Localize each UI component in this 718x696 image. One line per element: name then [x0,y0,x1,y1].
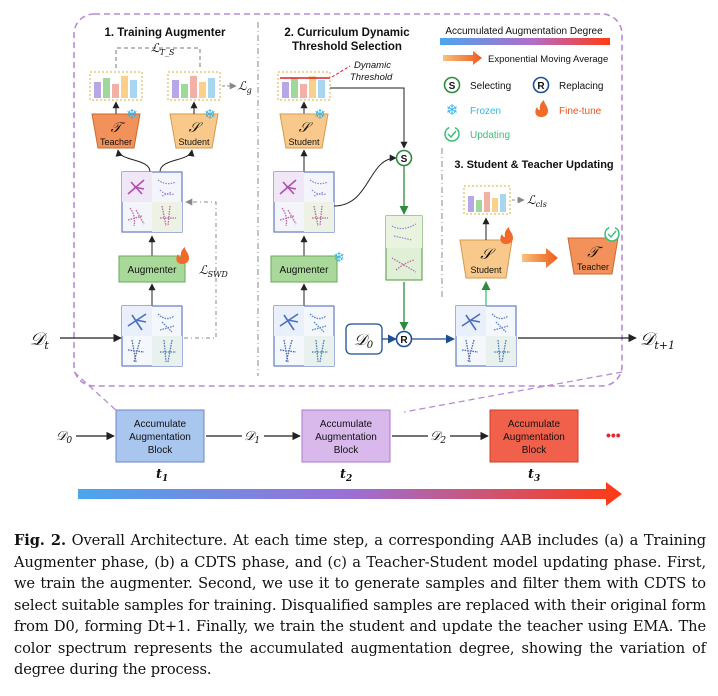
selected-samples [385,215,423,281]
architecture-diagram: 1. Training Augmenter 2. Curriculum Dyna… [30,13,675,506]
legend-finetune: Fine-tune [535,100,602,117]
svg-text:Augmenter: Augmenter [128,265,178,276]
snowflake-icon: ❄ [204,106,216,122]
svg-text:Augmentation: Augmentation [315,432,377,443]
replacing-node: R [395,330,413,348]
mixed-samples-phase3 [455,305,517,367]
svg-text:Student: Student [470,265,502,275]
student-block-phase2: 𝒮 Student [279,113,329,149]
svg-text:R: R [537,81,545,92]
aab-block-2: Accumulate Augmentation Block [301,409,391,463]
teacher-block-phase1: 𝒯 Teacher [91,113,141,149]
legend-ema: Exponential Moving Average [443,51,608,65]
augmented-samples-phase2 [273,171,335,233]
aab-block-3: Accumulate Augmentation Block [489,409,579,463]
aab-detail-frame [73,13,623,387]
loss-cls-label: ℒcls [527,193,547,209]
dataset-dt-label: 𝒟t [30,329,49,352]
legend-frozen-label: Frozen [470,106,501,117]
svg-text:Student: Student [288,137,320,147]
phase-title-update: 3. Student & Teacher Updating [454,159,613,171]
legend-updating-label: Updating [470,130,510,141]
timeline-d1: 𝒟1 [244,429,260,446]
update-icon [604,226,620,242]
svg-text:Block: Block [334,445,359,456]
input-samples-phase2 [273,305,335,367]
legend-finetune-label: Fine-tune [559,106,602,117]
svg-text:Student: Student [178,137,210,147]
selecting-node: S [395,149,413,167]
ema-arrow [522,248,558,268]
snowflake-icon: ❄ [446,102,459,119]
snowflake-icon: ❄ [314,106,326,122]
caption-text: Overall Architecture. At each time step,… [14,532,706,678]
dynamic-threshold-label-1: Dynamic [354,60,391,71]
legend-spectrum-bar [440,38,610,45]
augmenter-block-phase2: Augmenter [270,255,338,283]
student-block-phase3: 𝒮 Student [459,239,513,279]
flame-icon [176,247,189,264]
zoom-line-left [73,371,119,413]
legend-selecting: S Selecting [443,76,511,94]
svg-text:Teacher: Teacher [100,137,132,147]
dataset-d0-box: 𝒟0 [345,323,383,355]
aab-block-1: Accumulate Augmentation Block [115,409,205,463]
time-step-t1: t1 [156,467,168,484]
legend-frozen: ❄ Frozen [446,102,501,119]
student-block-phase1: 𝒮 Student [169,113,219,149]
figure-caption: Fig. 2. Overall Architecture. At each ti… [14,530,706,681]
legend-updating: Updating [444,126,510,142]
student-output-chart [167,71,221,101]
loss-ts-bracket [115,47,201,68]
svg-text:R: R [400,335,408,346]
svg-text:Accumulate: Accumulate [134,419,187,430]
svg-text:Accumulate: Accumulate [508,419,561,430]
snowflake-icon: ❄ [333,249,345,265]
input-samples-phase1 [121,305,183,367]
flame-icon [500,227,513,244]
loss-ts-label: ℒT_S [151,41,175,57]
svg-text:S: S [449,81,456,92]
svg-text:S: S [401,154,408,165]
timeline-d0: 𝒟0 [56,429,72,446]
legend-replacing: R Replacing [532,76,603,94]
svg-text:Block: Block [148,445,173,456]
svg-text:Teacher: Teacher [577,262,609,272]
student-output-chart-phase3 [463,185,511,215]
time-step-t3: t3 [528,467,540,484]
dynamic-threshold-label-2: Threshold [350,72,393,83]
caption-label: Fig. 2. [14,532,66,549]
phase-title-training: 1. Training Augmenter [105,27,227,39]
threshold-chart [277,71,331,101]
svg-text:Augmentation: Augmentation [503,432,565,443]
augmenter-block-phase1: Augmenter [118,255,186,283]
legend-spectrum-label: Accumulated Augmentation Degree [445,26,603,37]
phase-title-cdts-1: 2. Curriculum Dynamic [284,27,410,39]
augmentation-spectrum-arrow [78,482,622,506]
update-icon [444,126,460,142]
svg-text:Augmenter: Augmenter [280,265,330,276]
loss-swd-label: ℒSWD [199,263,228,279]
legend-selecting-label: Selecting [470,81,511,92]
legend-replacing-label: Replacing [559,81,603,92]
flame-icon [535,100,548,117]
dataset-dt1-label: 𝒟t+1 [640,329,675,352]
legend-ema-label: Exponential Moving Average [488,54,608,65]
time-step-t2: t2 [340,467,352,484]
zoom-line-right [403,371,623,413]
svg-text:Augmentation: Augmentation [129,432,191,443]
svg-text:Block: Block [522,445,547,456]
teacher-output-chart [89,71,143,101]
svg-text:Accumulate: Accumulate [320,419,373,430]
teacher-block-phase3: 𝒯 Teacher [567,237,619,275]
phase-title-cdts-2: Threshold Selection [292,41,402,53]
loss-g-label: ℒg [238,79,252,95]
timeline-ellipsis: ••• [606,427,621,443]
augmented-samples-phase1 [121,171,183,233]
snowflake-icon: ❄ [126,106,138,122]
timeline-d2: 𝒟2 [430,429,446,446]
